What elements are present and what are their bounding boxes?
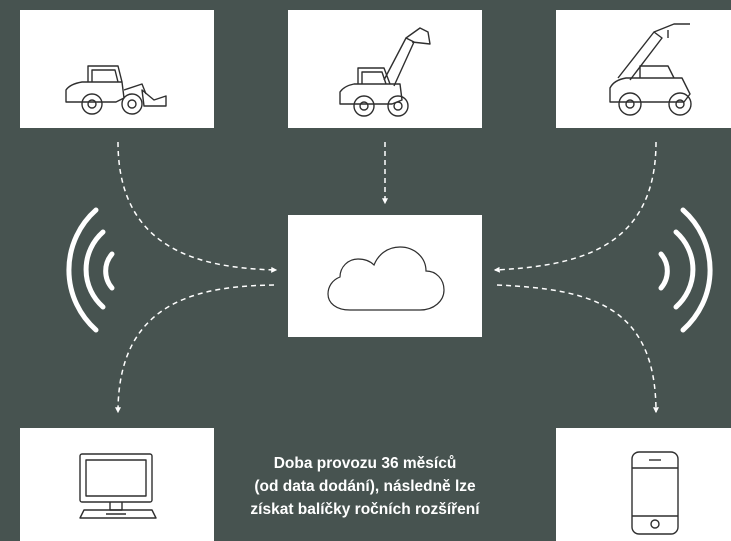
wheel-loader-icon — [65, 65, 167, 115]
caption-line-1: Doba provozu 36 měsíců — [273, 455, 457, 472]
cloud-hub-card — [288, 215, 482, 337]
receiver-card-smartphone — [556, 428, 731, 541]
machine-card-telehandler — [556, 10, 731, 128]
receiver-card-computer — [20, 428, 214, 541]
connector-cloud-to-computer — [115, 284, 275, 414]
caption-line-2: (od data dodání), následně lze — [254, 478, 476, 495]
machine-card-wheel-loader — [20, 10, 214, 128]
service-period-caption: Doba provozu 36 měsíců (od data dodání),… — [240, 452, 490, 521]
connector-telehandler-to-cloud — [493, 141, 657, 273]
smartphone-icon — [631, 451, 679, 535]
wireless-signal-right-icon — [658, 207, 713, 333]
machine-card-telescopic-wheel-loader — [288, 10, 482, 128]
desktop-computer-icon — [79, 453, 157, 519]
connector-loader-to-cloud — [117, 141, 278, 273]
telescopic-wheel-loader-icon — [339, 27, 431, 117]
cloud-icon — [327, 246, 445, 311]
telehandler-icon — [609, 23, 692, 116]
connector-cloud-to-phone — [496, 284, 659, 414]
wireless-signal-left-icon — [66, 207, 115, 333]
caption-line-3: získat balíčky ročních rozšíření — [250, 501, 480, 518]
